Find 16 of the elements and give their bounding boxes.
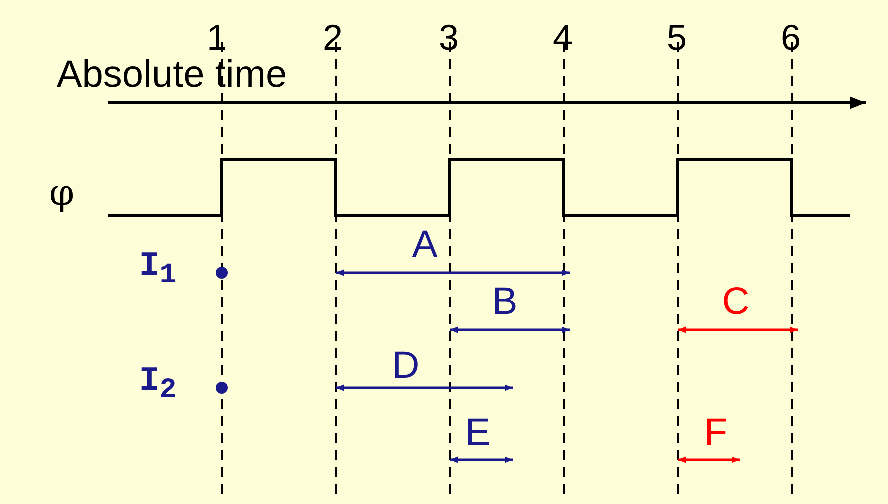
- tick-number: 4: [552, 20, 574, 56]
- interval-label: A: [412, 226, 438, 264]
- axis-title: Absolute time: [56, 56, 288, 94]
- signal-label: φ: [49, 176, 75, 212]
- interval-label: C: [722, 283, 750, 321]
- tick-number: 6: [780, 20, 802, 56]
- input-label: I$_{1}$: [139, 250, 177, 290]
- interval-label: B: [492, 283, 518, 321]
- interval-label: E: [465, 414, 491, 452]
- interval-label: F: [704, 414, 728, 452]
- tick-number: 5: [666, 20, 688, 56]
- tick-number: 1: [206, 20, 228, 56]
- interval-label: D: [392, 347, 420, 385]
- tick-number: 2: [322, 20, 344, 56]
- input-label: I$_{2}$: [139, 364, 177, 406]
- tick-number: 3: [438, 20, 460, 56]
